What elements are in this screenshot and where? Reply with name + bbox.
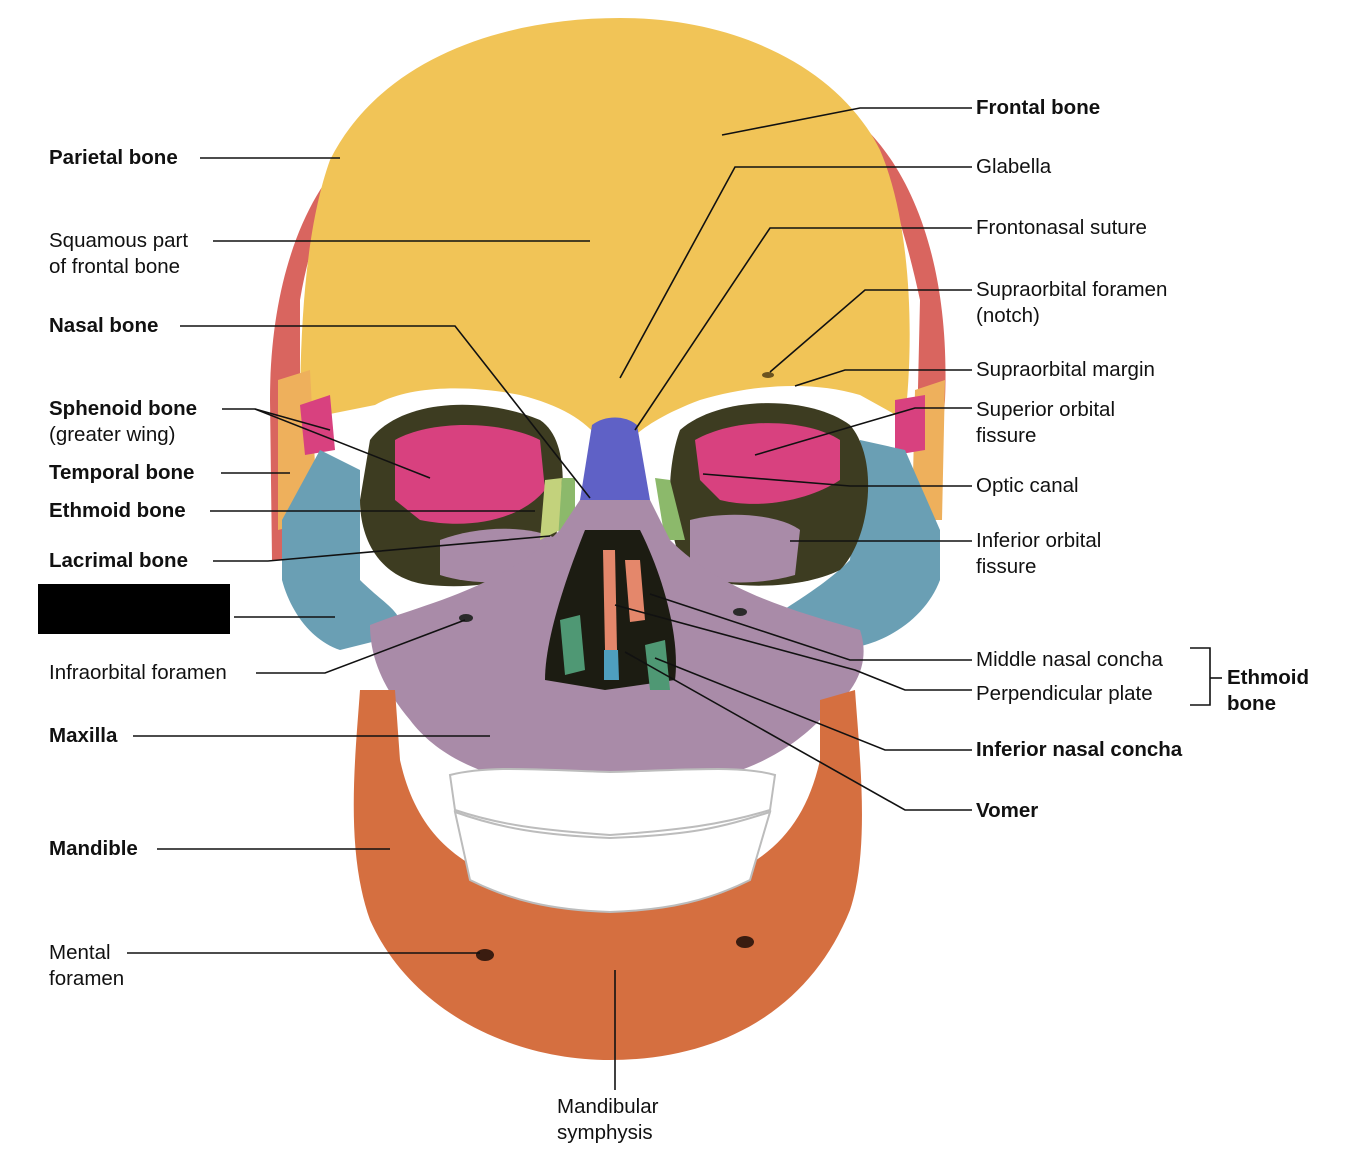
label-sphenoid-bone: Sphenoid bone [49,397,198,420]
label-symphysis-line1: Mandibular [557,1095,659,1118]
label-infraorbital-foramen: Infraorbital foramen [49,661,227,684]
label-frontonasal-suture: Frontonasal suture [976,216,1147,239]
label-nasal-bone: Nasal bone [49,314,159,337]
label-superior-orbital-line1: Superior orbital [976,398,1116,421]
label-mental-line2: foramen [49,967,125,990]
label-inferior-orbital-line1: Inferior orbital [976,529,1102,552]
frontal-bone [300,18,910,440]
nasal-bone-pair [580,417,650,500]
label-supraorbital-foramen-line2: (notch) [976,304,1040,327]
inferior-nasal-concha-left [560,615,585,675]
redacted-label-box [38,584,230,634]
label-inferior-nasal-concha: Inferior nasal concha [976,738,1183,761]
mental-foramen-right [736,936,754,948]
orbit-right-floor [690,514,800,583]
label-maxilla: Maxilla [49,724,118,747]
label-lacrimal-bone: Lacrimal bone [49,549,188,572]
perpendicular-plate [603,550,617,650]
label-mental-line1: Mental [49,941,111,964]
label-frontal-bone: Frontal bone [976,96,1101,119]
label-middle-nasal-concha: Middle nasal concha [976,648,1163,671]
lacrimal-bone-left [540,478,562,540]
label-parietal-bone: Parietal bone [49,146,178,169]
orbit-right-sphenoid [695,423,840,504]
label-symphysis-line2: symphysis [557,1121,653,1144]
label-sphenoid-sub: (greater wing) [49,423,176,446]
label-ethmoid-group-line2: bone [1227,692,1276,715]
label-glabella: Glabella [976,155,1052,178]
label-squamous-line1: Squamous part [49,229,189,252]
infraorbital-foramen-right [733,608,747,616]
inferior-nasal-concha-right [645,640,670,690]
label-optic-canal: Optic canal [976,474,1079,497]
vomer-bone [604,650,619,680]
sphenoid-wing-right [895,395,925,455]
label-squamous-line2: of frontal bone [49,255,181,278]
label-ethmoid-bone: Ethmoid bone [49,499,186,522]
supraorbital-notch-right [762,372,774,378]
label-superior-orbital-line2: fissure [976,424,1037,447]
label-inferior-orbital-line2: fissure [976,555,1037,578]
orbit-left-sphenoid [395,425,545,524]
label-temporal-bone: Temporal bone [49,461,195,484]
label-supraorbital-margin: Supraorbital margin [976,358,1155,381]
middle-nasal-concha [625,560,645,622]
ethmoid-strip-right [655,478,685,540]
sphenoid-wing-left [300,395,335,455]
mandible-bone [353,690,862,1060]
label-supraorbital-foramen-line1: Supraorbital foramen [976,278,1168,301]
label-mandible: Mandible [49,837,138,860]
label-ethmoid-group-line1: Ethmoid [1227,666,1309,689]
upper-teeth [448,767,777,837]
zygomatic-bone-left [282,450,400,650]
mental-foramen-left [476,949,494,961]
lower-teeth [453,810,772,914]
infraorbital-foramen-left [459,614,473,622]
label-vomer: Vomer [976,799,1039,822]
leader-lines [127,107,1222,1090]
label-perpendicular-plate: Perpendicular plate [976,682,1153,705]
